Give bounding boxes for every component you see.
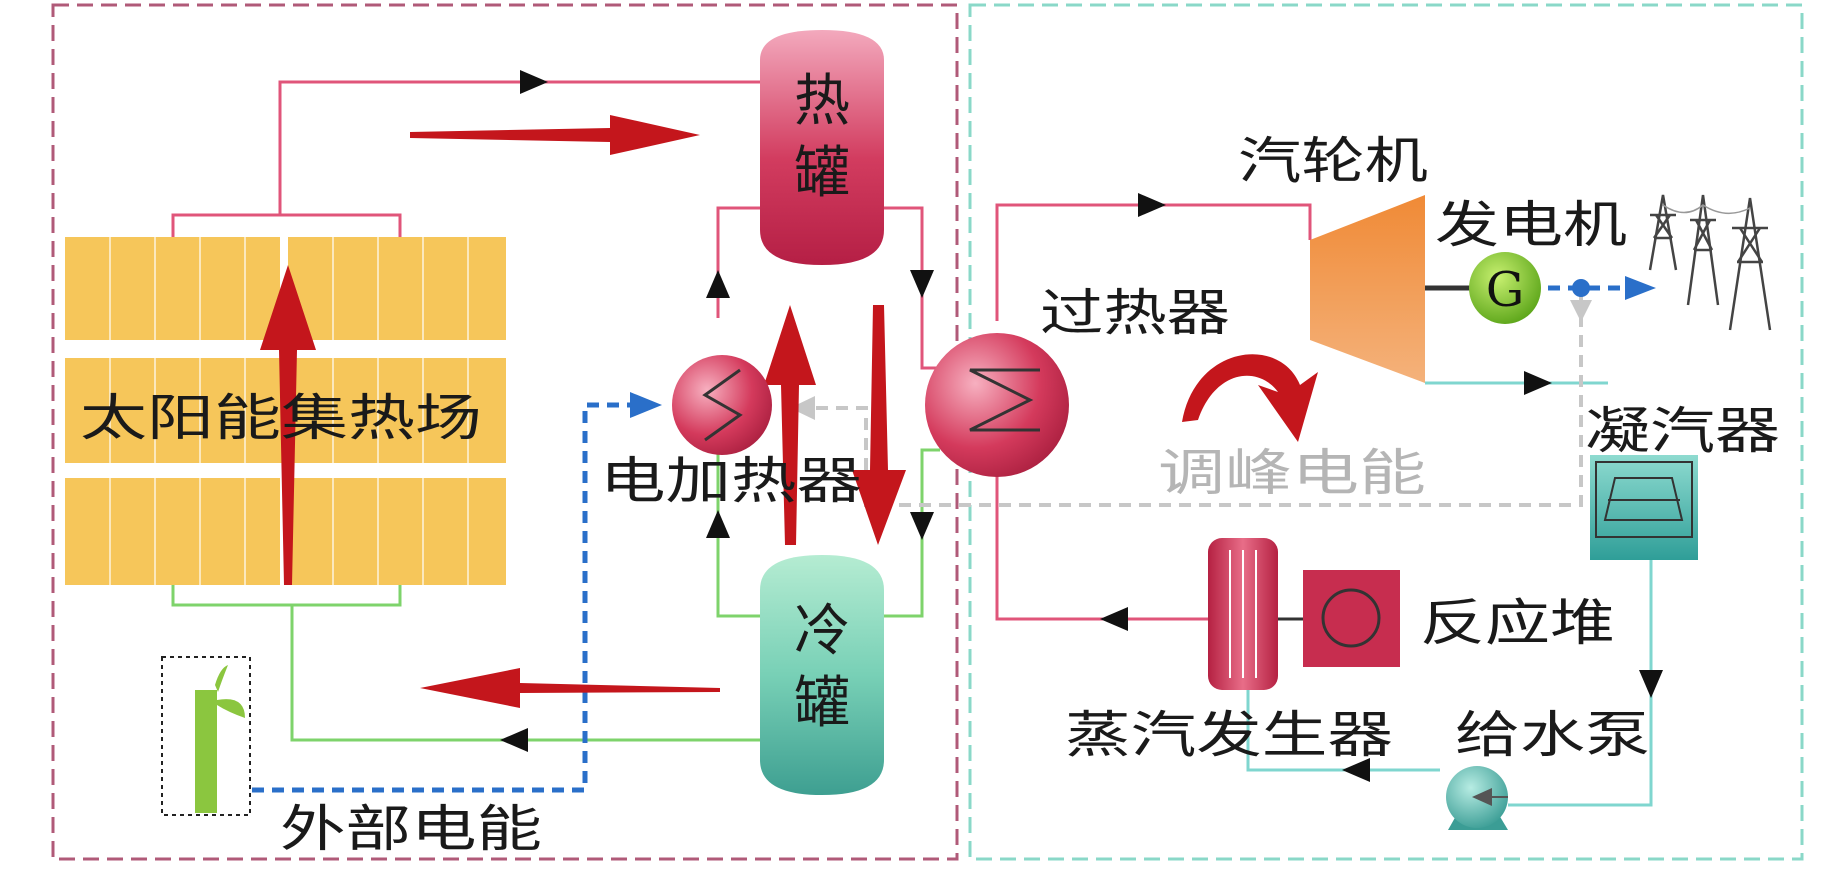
reactor-label: 反应堆 (1420, 594, 1615, 652)
external-power-line (252, 285, 1625, 793)
feed-pump (1446, 766, 1508, 830)
right-subsystem-frame (968, 3, 1804, 861)
turbine-label: 汽轮机 (1238, 132, 1428, 190)
cold-salt-piping (171, 445, 940, 742)
superheater (925, 333, 1069, 477)
peak-power-label: 调峰电能 (1158, 444, 1426, 502)
steam-generator-label: 蒸汽发生器 (1065, 706, 1393, 764)
water-steam-piping (1246, 381, 1653, 807)
generator-label: 发电机 (1435, 196, 1627, 254)
generator-symbol: G (1486, 262, 1524, 318)
superheater-label: 过热器 (1040, 284, 1230, 342)
power-junction-dot (1572, 279, 1590, 297)
peak-power-arrow-left (790, 396, 815, 420)
peak-power-arrow-down (1570, 300, 1592, 322)
pipe-flow-arrows (500, 70, 1663, 782)
wind-turbine-icon (161, 656, 251, 816)
steam-turbine (1310, 195, 1425, 383)
cold-tank-label-1: 冷 (794, 599, 850, 664)
hot-tank-label-1: 热 (794, 69, 850, 134)
transmission-towers-icon (1648, 194, 1772, 331)
condenser-label: 凝汽器 (1585, 402, 1780, 460)
grid-output-arrow (1625, 276, 1656, 300)
cold-tank-label-2: 罐 (794, 671, 850, 736)
hot-tank-label-2: 罐 (794, 141, 850, 206)
steam-generator (1208, 538, 1278, 690)
feed-pump-label: 给水泵 (1455, 706, 1650, 764)
solar-field-label: 太阳能集热场 (80, 389, 482, 447)
peak-power-curved-arrow (1182, 354, 1318, 442)
generator: G (1469, 252, 1541, 324)
energy-flow-arrows (260, 115, 906, 708)
hot-tank (760, 30, 884, 265)
reactor (1303, 570, 1400, 667)
electric-heater (672, 355, 772, 455)
electric-heater-label: 电加热器 (600, 452, 862, 510)
external-power-label: 外部电能 (280, 800, 542, 858)
cold-tank (760, 555, 884, 795)
external-power-arrow (630, 392, 662, 418)
solar-collector-field (65, 237, 506, 585)
condenser (1590, 455, 1698, 560)
